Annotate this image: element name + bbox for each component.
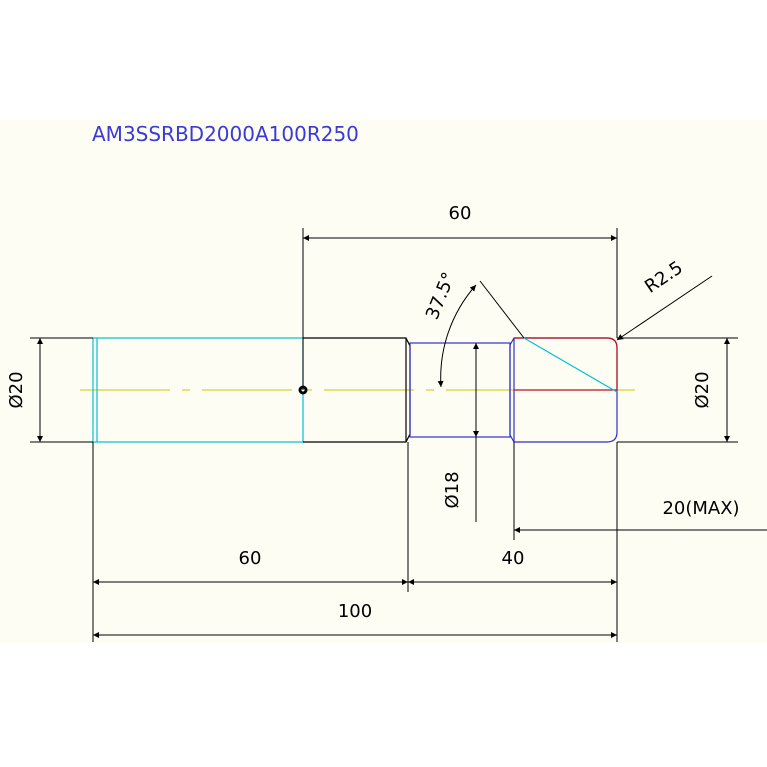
dim-text-dia-neck: Ø18 bbox=[442, 471, 463, 508]
radius-leader bbox=[616, 275, 713, 341]
dim-text-dia-left: Ø20 bbox=[6, 371, 27, 408]
tip-upper-accent bbox=[514, 337, 618, 391]
dimension-lines bbox=[30, 228, 767, 642]
tip-angle-line bbox=[523, 337, 618, 393]
part-number: AM3SSRBD2000A100R250 bbox=[92, 122, 359, 146]
dim-text-overall-100: 100 bbox=[338, 601, 372, 622]
paper-area bbox=[0, 120, 767, 643]
angle-arc bbox=[437, 284, 477, 388]
dim-text-top-60: 60 bbox=[449, 203, 472, 224]
dim-text-dia-right: Ø20 bbox=[692, 371, 713, 408]
angle-leader-line bbox=[479, 280, 525, 339]
dim-text-max: 20(MAX) bbox=[662, 498, 739, 519]
dim-text-bottom-60: 60 bbox=[239, 548, 262, 569]
pin-tip bbox=[509, 337, 618, 443]
dim-text-bottom-40: 40 bbox=[502, 548, 525, 569]
